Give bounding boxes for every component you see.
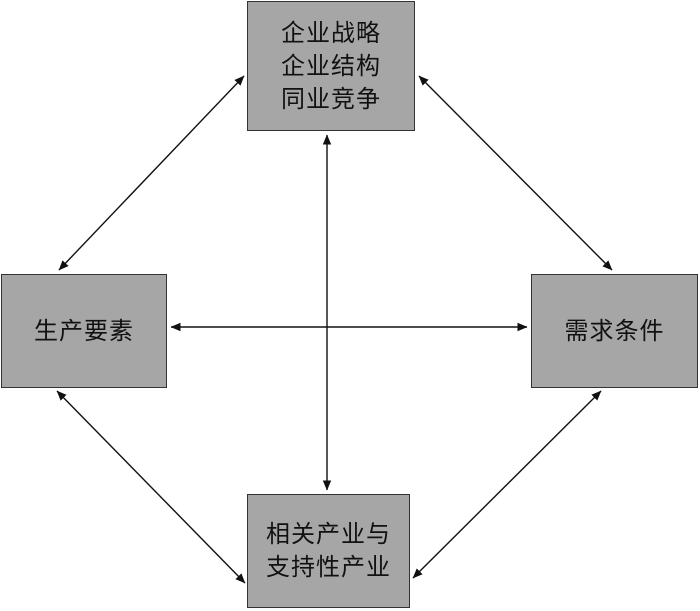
node-factor-conditions: 生产要素 xyxy=(1,274,167,388)
node-top-line-2: 企业结构 xyxy=(281,51,381,80)
arrow-right-bottom xyxy=(412,390,602,579)
arrow-top-right xyxy=(418,75,613,271)
node-right-line-1: 需求条件 xyxy=(564,316,665,345)
node-firm-strategy-structure-rivalry: 企业战略 企业结构 同业竞争 xyxy=(247,1,415,131)
node-related-supporting-industries: 相关产业与 支持性产业 xyxy=(247,494,410,608)
arrow-top-left xyxy=(58,75,245,271)
node-bottom-line-1: 相关产业与 xyxy=(266,520,391,548)
arrow-left-bottom xyxy=(56,390,246,584)
node-top-line-1: 企业战略 xyxy=(281,18,381,47)
node-demand-conditions: 需求条件 xyxy=(531,274,698,388)
node-top-line-3: 同业竞争 xyxy=(281,84,381,113)
node-left-line-1: 生产要素 xyxy=(34,316,134,345)
node-bottom-line-2: 支持性产业 xyxy=(266,553,391,581)
